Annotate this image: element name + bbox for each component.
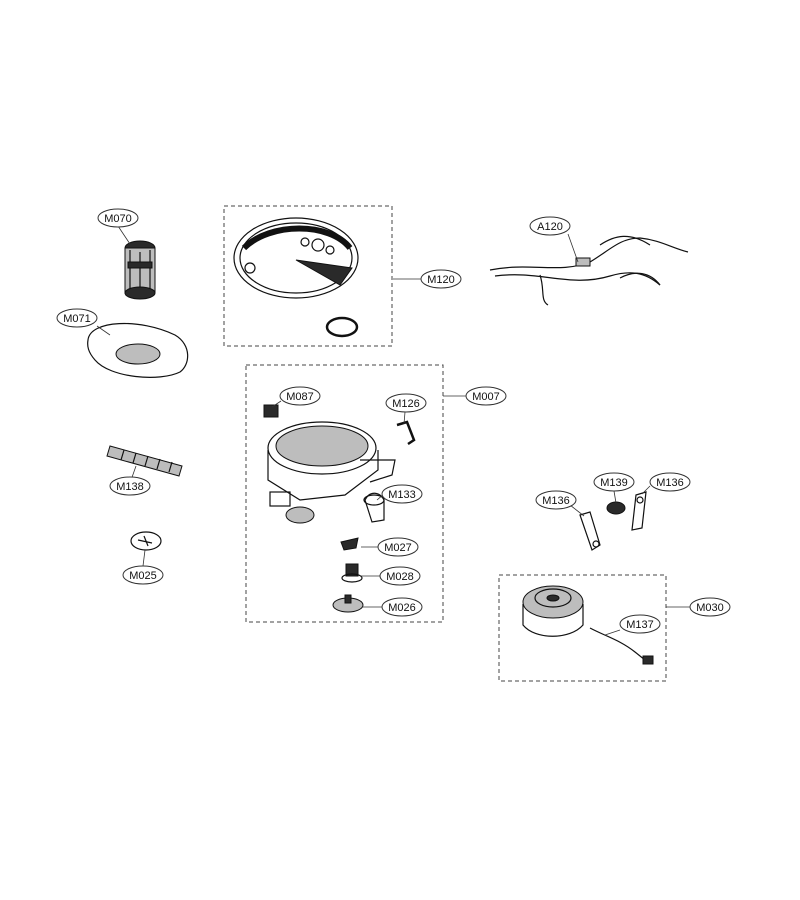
- part-m138-tube: [106, 445, 183, 477]
- part-m136-bracket-right: [631, 491, 647, 531]
- callout-m138: M138: [109, 476, 151, 496]
- part-m026-cap: [332, 594, 364, 613]
- part-m028-valve: [341, 563, 363, 583]
- callout-m027: M027: [377, 537, 419, 557]
- part-m126-hook: [396, 420, 416, 446]
- svg-text:A120: A120: [537, 221, 563, 233]
- svg-text:M030: M030: [696, 602, 724, 614]
- callout-m087: M087: [279, 386, 321, 406]
- svg-text:M133: M133: [388, 489, 416, 501]
- callout-m028: M028: [379, 566, 421, 586]
- svg-text:M139: M139: [600, 477, 628, 489]
- callout-m030: M030: [689, 597, 731, 617]
- callout-m070: M070: [97, 208, 139, 228]
- part-m070-filter: [124, 240, 156, 300]
- part-m007-sump: [267, 421, 396, 524]
- callout-m025: M025: [122, 565, 164, 585]
- svg-text:M025: M025: [129, 570, 157, 582]
- leader-lines: [96, 225, 690, 636]
- callout-labels: M070 M071 M138 M025 M120 A120 M087: [56, 208, 731, 634]
- part-m030-motor: [522, 585, 584, 637]
- svg-text:M136: M136: [656, 477, 684, 489]
- callout-a120: A120: [529, 216, 571, 236]
- part-m136-bracket-left: [579, 511, 601, 551]
- svg-text:M027: M027: [384, 542, 412, 554]
- group-box-m007: [245, 364, 444, 623]
- callout-m139: M139: [593, 472, 635, 492]
- svg-text:M138: M138: [116, 481, 144, 493]
- callout-m120: M120: [420, 269, 462, 289]
- part-m120-spray-disc: [233, 217, 359, 338]
- svg-text:M126: M126: [392, 398, 420, 410]
- group-box-m120: [223, 205, 393, 347]
- svg-text:M071: M071: [63, 313, 91, 325]
- group-box-m030: [498, 574, 667, 682]
- callout-m133: M133: [381, 484, 423, 504]
- svg-text:M136: M136: [542, 495, 570, 507]
- svg-text:M026: M026: [388, 602, 416, 614]
- callout-m026: M026: [381, 597, 423, 617]
- callout-m007: M007: [465, 386, 507, 406]
- callout-m126: M126: [385, 393, 427, 413]
- callout-m136-left: M136: [535, 490, 577, 510]
- part-m071-gasket: [87, 322, 189, 378]
- svg-text:M007: M007: [472, 391, 500, 403]
- part-m027-seal: [340, 537, 359, 551]
- part-m133-elbow: [363, 492, 385, 523]
- svg-text:M028: M028: [386, 571, 414, 583]
- part-m087-clip: [263, 404, 279, 418]
- svg-text:M120: M120: [427, 274, 455, 286]
- callout-m071: M071: [56, 308, 98, 328]
- svg-text:M070: M070: [104, 213, 132, 225]
- svg-text:M087: M087: [286, 391, 314, 403]
- svg-text:M137: M137: [626, 619, 654, 631]
- part-m137-cable: [589, 627, 654, 665]
- callout-m136-right: M136: [649, 472, 691, 492]
- callout-m137: M137: [619, 614, 661, 634]
- part-m139-grommet: [606, 501, 626, 515]
- part-a120-wire-harness: [489, 235, 689, 306]
- part-m025-cap: [130, 531, 162, 551]
